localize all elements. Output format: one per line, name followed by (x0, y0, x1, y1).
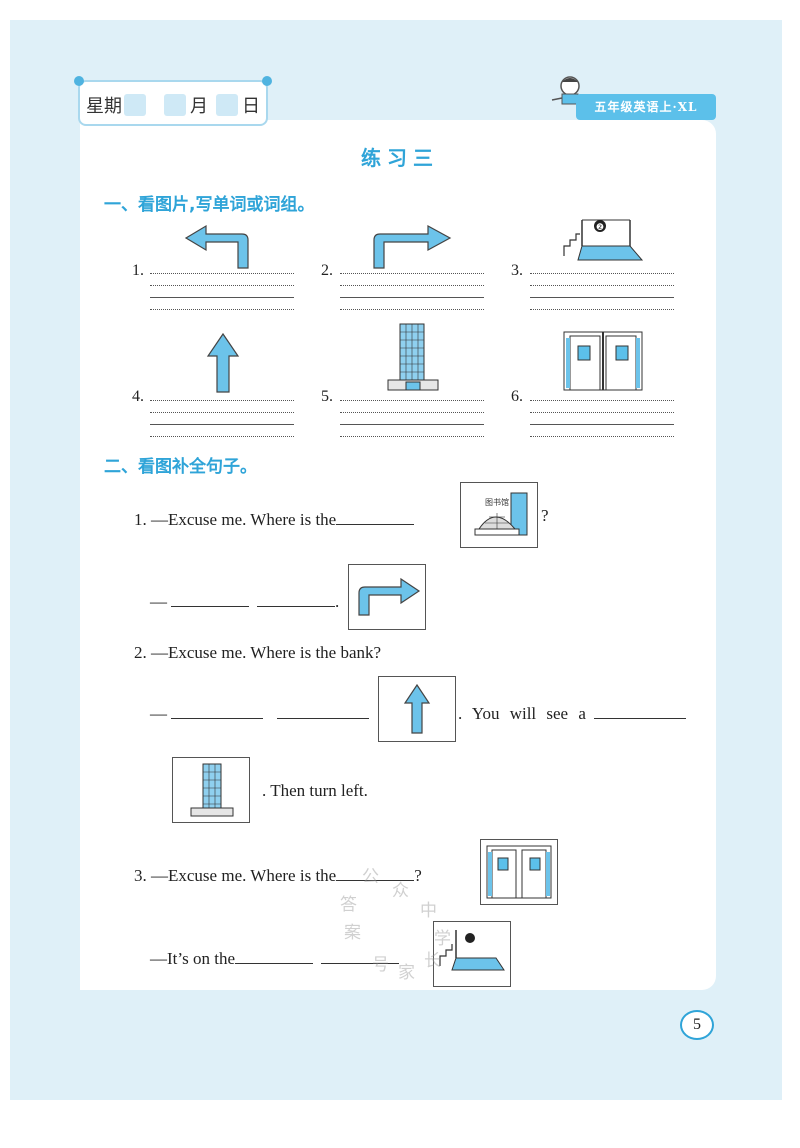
q1-answer-period: . (335, 592, 340, 611)
q1-answer: —. (150, 588, 339, 612)
second-floor-icon (439, 930, 505, 971)
watermark-char: 众 (392, 881, 409, 901)
doors-icon (486, 845, 552, 899)
q3-answer: —It’s on the (150, 945, 399, 969)
worksheet-panel (80, 120, 716, 990)
q2-answer-dash: — (150, 704, 167, 723)
go-straight-arrow-icon (403, 683, 431, 734)
library-icon: 图书馆 (474, 492, 528, 536)
section1-heading: 一、看图片,写单词或词组。 (104, 195, 315, 215)
item-number: 3. (511, 262, 523, 279)
answer-lines[interactable] (150, 273, 294, 321)
q1-answer-blank-2[interactable] (257, 588, 335, 607)
turn-left-arrow-icon (184, 224, 249, 269)
building-icon (387, 323, 439, 391)
answer-lines[interactable] (340, 273, 484, 321)
library-picture: 图书馆 (460, 482, 538, 548)
q3-answer-blank-1[interactable] (235, 945, 313, 964)
q2-answer-blank-1[interactable] (171, 700, 263, 719)
month-box[interactable] (164, 94, 186, 116)
page-title: 练习三 (361, 146, 439, 170)
turn-right-picture (348, 564, 426, 630)
weekday-box[interactable] (124, 94, 146, 116)
answer-lines[interactable] (530, 400, 674, 448)
mascot-icon (551, 76, 580, 105)
q1-answer-dash: — (150, 592, 167, 611)
watermark-char: 答 (340, 895, 357, 915)
month-label: 月 (190, 96, 208, 117)
q1-answer-blank-1[interactable] (171, 588, 249, 607)
book-badge: 五年级英语上·XL (576, 94, 716, 120)
q2-answer: — (150, 700, 369, 724)
turn-right-arrow-icon (373, 224, 452, 269)
building-icon (190, 763, 234, 817)
day-label: 日 (242, 96, 260, 117)
q1-question-mark: ? (541, 506, 549, 525)
doors-picture (480, 839, 558, 905)
q1-blank[interactable] (336, 506, 415, 525)
q3-question: 3. —Excuse me. Where is the? (134, 862, 422, 886)
item-number: 4. (132, 388, 144, 405)
watermark-char: 号 (372, 955, 389, 975)
building-picture (172, 757, 250, 823)
q2-answer-blank-3[interactable] (593, 700, 686, 719)
second-floor-picture (433, 921, 511, 987)
doors-icon (563, 331, 643, 391)
weekday-label: 星期 (86, 96, 122, 117)
watermark-char: 家 (398, 963, 415, 983)
q1-text: 1. —Excuse me. Where is the (134, 510, 337, 529)
page-number: 5 (680, 1010, 714, 1040)
q3-answer-text: —It’s on the (150, 949, 235, 968)
q2-end: . Then turn left. (262, 781, 368, 800)
section2-heading: 二、看图补全句子。 (104, 457, 257, 477)
answer-lines[interactable] (530, 273, 674, 321)
answer-lines[interactable] (150, 400, 294, 448)
item-number: 2. (321, 262, 333, 279)
q3-text: 3. —Excuse me. Where is the (134, 866, 337, 885)
decor-dot (262, 76, 272, 86)
decor-dot (74, 76, 84, 86)
item-number: 6. (511, 388, 523, 405)
turn-right-arrow-icon (358, 577, 421, 616)
library-label: 图书馆 (485, 497, 509, 507)
watermark-char: 中 (420, 901, 437, 921)
q2-question: 2. —Excuse me. Where is the bank? (134, 643, 382, 662)
q3-question-mark: ? (414, 866, 422, 885)
day-box[interactable] (216, 94, 238, 116)
item-number: 5. (321, 388, 333, 405)
item-number: 1. (132, 262, 144, 279)
watermark-char: 长 (424, 951, 441, 971)
date-tab: 星期 月 日 (74, 76, 272, 126)
floor-number: ❷ (596, 223, 604, 233)
go-straight-picture (378, 676, 456, 742)
watermark-char: 学 (434, 929, 451, 949)
q2-middle: . You will see a (458, 700, 686, 724)
q2-answer-blank-2[interactable] (277, 700, 369, 719)
q3-answer-blank-2[interactable] (321, 945, 399, 964)
answer-lines[interactable] (340, 400, 484, 448)
watermark-char: 公 (362, 867, 379, 887)
second-floor-icon: ❷ (563, 219, 644, 261)
q1-question: 1. —Excuse me. Where is the (134, 506, 415, 530)
q2-middle-text: . You will see a (458, 704, 586, 723)
go-straight-arrow-icon (206, 332, 240, 393)
q3-blank[interactable] (336, 862, 415, 881)
watermark-char: 案 (344, 923, 361, 943)
